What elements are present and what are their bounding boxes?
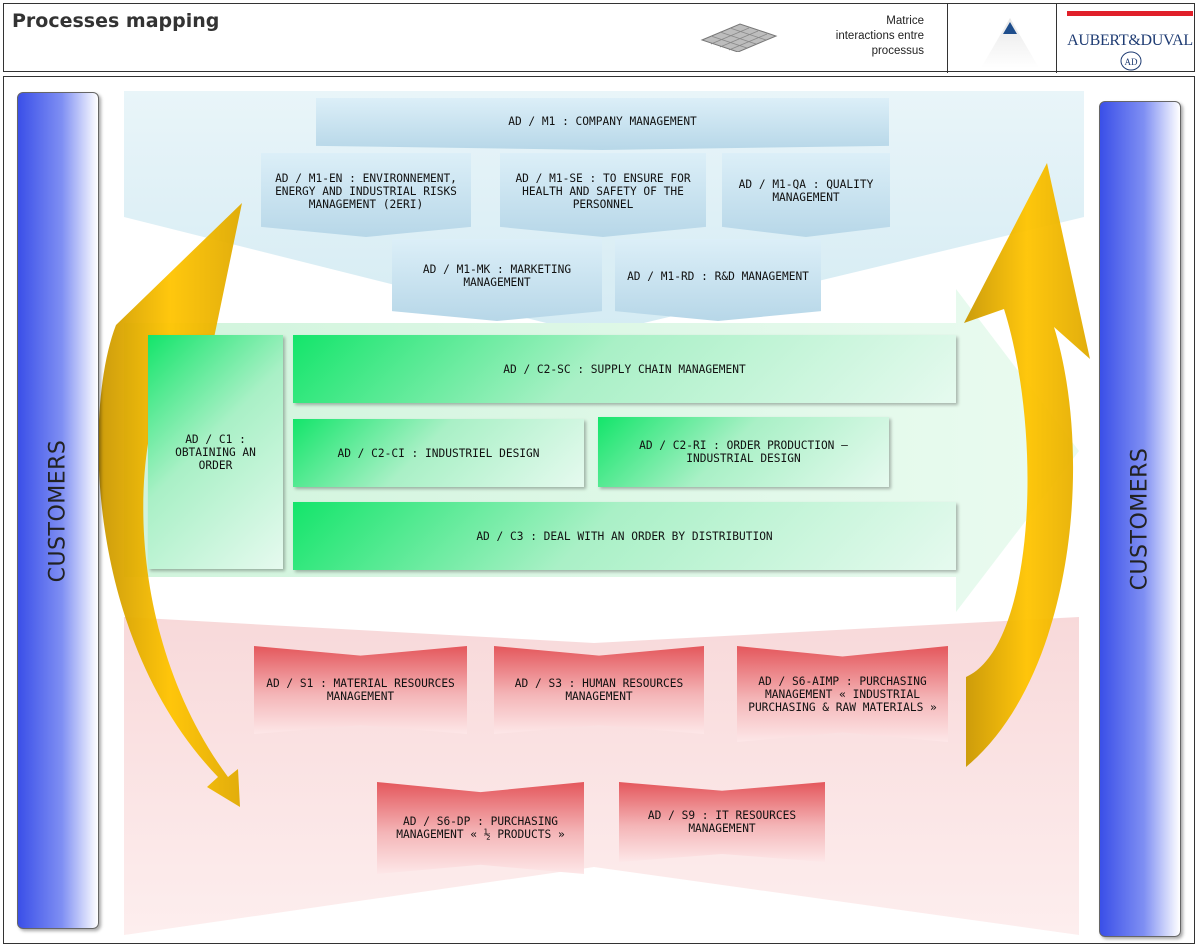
process-m1-qa-quality[interactable]: AD / M1-QA : QUALITY MANAGEMENT: [722, 153, 890, 237]
logo-text: AUBERT&DUVAL: [1067, 32, 1193, 49]
matrix-link[interactable]: Matrice interactions entre processus: [784, 14, 924, 59]
company-logo: AUBERT&DUVAL AD: [1067, 4, 1193, 72]
process-s6-aimp-purchasing[interactable]: AD / S6-AIMP : PURCHASING MANAGEMENT « I…: [737, 646, 948, 742]
logo-monogram-icon: AD: [1120, 51, 1142, 71]
process-s1-material-resources[interactable]: AD / S1 : MATERIAL RESOURCES MANAGEMENT: [254, 646, 467, 734]
process-m1-rd-research[interactable]: AD / M1-RD : R&D MANAGEMENT: [615, 239, 821, 321]
logo-monogram-text: AD: [1125, 57, 1138, 67]
process-s9-it-resources[interactable]: AD / S9 : IT RESOURCES MANAGEMENT: [619, 782, 825, 862]
customers-column-right: CUSTOMERS: [1099, 101, 1181, 937]
logo-red-bar: [1067, 11, 1193, 16]
process-m1-en-environment[interactable]: AD / M1-EN : ENVIRONNEMENT, ENERGY AND I…: [261, 153, 471, 237]
process-m1-mk-marketing[interactable]: AD / M1-MK : MARKETING MANAGEMENT: [392, 239, 602, 321]
pyramid-icon[interactable]: [979, 16, 1041, 70]
matrix-label-line-1: Matrice: [886, 15, 924, 27]
customers-label-right: CUSTOMERS: [1127, 447, 1153, 591]
matrix-grid-icon[interactable]: [700, 22, 778, 52]
process-c2-sc-supply-chain[interactable]: AD / C2-SC : SUPPLY CHAIN MANAGEMENT: [293, 335, 956, 403]
header-divider: [947, 4, 948, 73]
process-s6-dp-purchasing[interactable]: AD / S6-DP : PURCHASING MANAGEMENT « ½ P…: [377, 782, 584, 874]
customers-column-left: CUSTOMERS: [17, 92, 99, 929]
process-s3-human-resources[interactable]: AD / S3 : HUMAN RESOURCES MANAGEMENT: [494, 646, 704, 734]
process-m1-company-management[interactable]: AD / M1 : COMPANY MANAGEMENT: [316, 98, 889, 150]
process-c3-distribution[interactable]: AD / C3 : DEAL WITH AN ORDER BY DISTRIBU…: [293, 502, 956, 570]
header-divider: [1056, 4, 1057, 73]
page-title: Processes mapping: [12, 10, 220, 32]
header-bar: Processes mapping Matrice interactions e…: [3, 3, 1195, 73]
process-map: CUSTOMERS CUSTOMERS AD / M1 : COMPANY MA…: [3, 76, 1195, 944]
matrix-label-line-2: interactions entre: [835, 30, 924, 42]
process-m1-se-health-safety[interactable]: AD / M1-SE : TO ENSURE FOR HEALTH AND SA…: [500, 153, 706, 237]
process-c1-obtaining-order[interactable]: AD / C1 : OBTAINING AN ORDER: [148, 335, 283, 569]
matrix-label-line-3: processus: [871, 45, 924, 57]
process-c2-ri-order-production[interactable]: AD / C2-RI : ORDER PRODUCTION – INDUSTRI…: [598, 417, 889, 487]
cycle-arrow-right: [964, 163, 1090, 767]
customers-label-left: CUSTOMERS: [45, 439, 71, 582]
process-c2-ci-industrial-design[interactable]: AD / C2-CI : INDUSTRIEL DESIGN: [293, 419, 584, 487]
